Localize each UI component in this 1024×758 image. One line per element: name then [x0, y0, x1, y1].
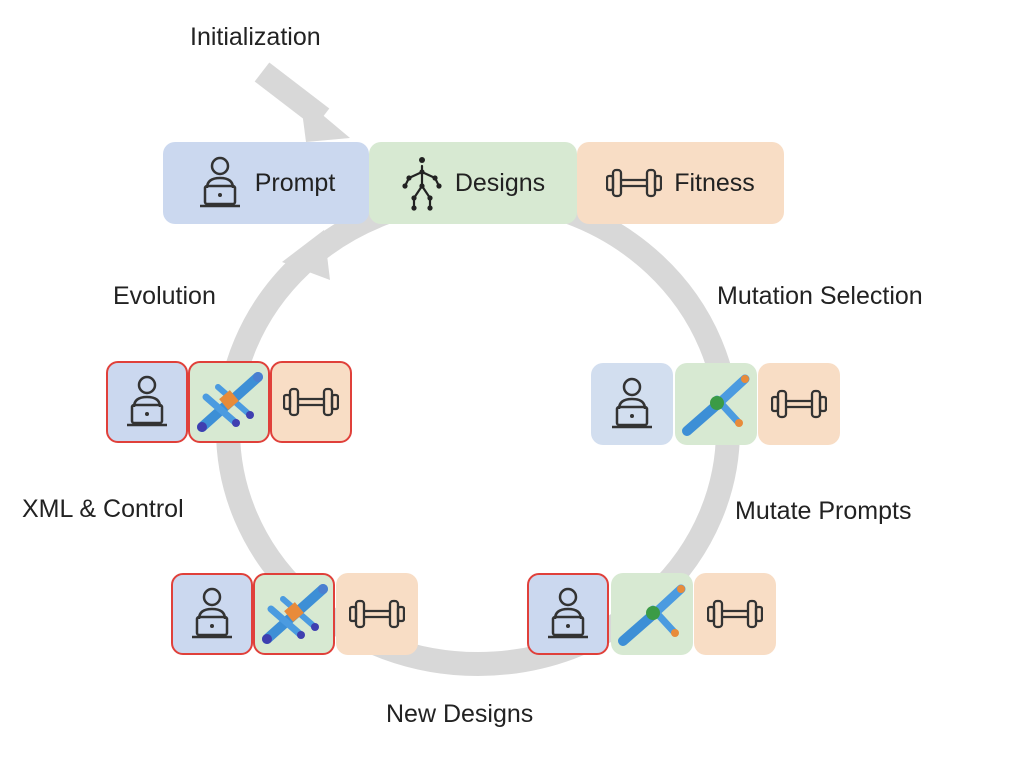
dumbbell-icon	[771, 389, 827, 419]
dumbbell-icon	[283, 387, 339, 417]
xml-control-label: XML & Control	[22, 495, 184, 523]
xml-control-design-tile	[253, 573, 335, 655]
dumbbell-icon	[606, 168, 663, 198]
evolution-arrowhead	[282, 230, 330, 280]
prompt-box: Prompt	[163, 142, 369, 224]
evolution-fitness-tile	[270, 361, 352, 443]
xml-control-prompt-tile	[171, 573, 253, 655]
two-limb-robot-icon	[682, 374, 750, 436]
mutate-prompts-label: Mutate Prompts	[735, 497, 912, 525]
mutation-selection-prompt-tile	[591, 363, 673, 445]
person-at-laptop-icon	[127, 375, 167, 427]
person-at-laptop-icon	[548, 587, 588, 639]
evolution-design-tile	[188, 361, 270, 443]
prompt-box-label: Prompt	[254, 168, 336, 197]
fitness-box-label: Fitness	[674, 168, 755, 197]
fitness-box: Fitness	[577, 142, 784, 224]
person-at-laptop-icon	[199, 156, 240, 208]
designs-box: Designs	[369, 142, 577, 224]
mutate-prompts-design-tile	[611, 573, 693, 655]
new-designs-label: New Designs	[386, 700, 534, 728]
initialization-label: Initialization	[190, 23, 321, 51]
designs-box-label: Designs	[454, 168, 546, 197]
mutate-prompts-fitness-tile	[694, 573, 776, 655]
two-limb-robot-icon	[618, 584, 686, 646]
mutate-prompts-prompt-tile	[527, 573, 609, 655]
xml-control-fitness-tile	[336, 573, 418, 655]
evolution-prompt-tile	[106, 361, 188, 443]
multi-limb-robot-icon	[197, 372, 263, 432]
mutation-selection-design-tile	[675, 363, 757, 445]
person-at-laptop-icon	[612, 377, 652, 429]
stick-figure-icon	[402, 157, 442, 211]
multi-limb-robot-icon	[262, 584, 328, 644]
dumbbell-icon	[349, 599, 405, 629]
dumbbell-icon	[707, 599, 763, 629]
evolution-label: Evolution	[113, 282, 216, 310]
person-at-laptop-icon	[192, 587, 232, 639]
mutation-selection-fitness-tile	[758, 363, 840, 445]
initialization-arrowhead	[300, 96, 350, 142]
mutation-selection-label: Mutation Selection	[717, 282, 923, 310]
